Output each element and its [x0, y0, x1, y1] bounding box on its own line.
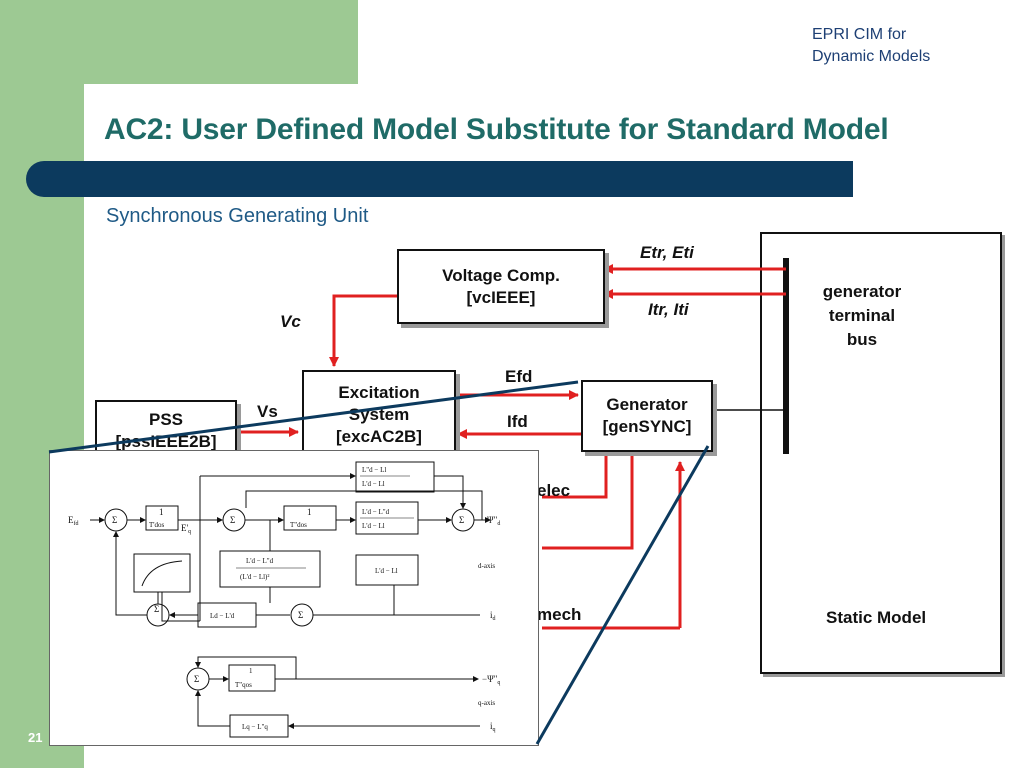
- f3-den: (L'd − Ll)²: [240, 573, 269, 581]
- static-model-label: Static Model: [826, 608, 927, 627]
- header-tag: EPRI CIM for Dynamic Models: [812, 24, 930, 68]
- terminal-bus-label: generator terminal bus: [812, 280, 912, 352]
- vc-block-line2: [vcIEEE]: [466, 287, 536, 307]
- tqo-pp-block: [228, 664, 276, 692]
- f5-label: Ld − L'd: [210, 612, 235, 620]
- pss-block-line1: PSS: [148, 410, 184, 429]
- sigma-label: Σ: [194, 674, 199, 684]
- bus-label-line2: terminal: [828, 306, 896, 325]
- gen-block-line2: [genSYNC]: [602, 417, 692, 436]
- svg-text:E'q: E'q: [181, 523, 191, 535]
- header-tag-line1: EPRI CIM for: [812, 26, 907, 43]
- title-underline-bar: [26, 161, 853, 197]
- sigma-label: Σ: [459, 515, 464, 525]
- static-model-box: [760, 232, 1002, 674]
- f4-block: [355, 554, 419, 586]
- sigma-label: Σ: [298, 610, 303, 620]
- f1-num: L"d − Ll: [362, 466, 386, 474]
- page-number: 21: [28, 730, 43, 745]
- tqo-pp-label: T"qos: [235, 681, 252, 689]
- tf-numerator: 1: [307, 507, 312, 517]
- f4-label: L'd − Ll: [375, 567, 398, 575]
- tdo-pp-block: [283, 505, 337, 531]
- d-axis-label: d-axis: [478, 562, 495, 570]
- psi-q-label: −Ψ": [482, 674, 498, 684]
- vc-wire: [329, 294, 398, 367]
- svg-text:Ψ"d: Ψ"d: [487, 515, 500, 527]
- f2-den: L'd − Ll: [362, 522, 385, 530]
- exc-block-line2: System: [348, 405, 410, 424]
- svg-text:iq: iq: [490, 721, 496, 733]
- tdo-p-label: T'dos: [149, 521, 165, 529]
- psi-d-label: Ψ": [487, 515, 498, 525]
- etr-eti-label: Etr, Eti: [640, 243, 694, 262]
- header-green-block: [0, 0, 358, 84]
- page-title: AC2: User Defined Model Substitute for S…: [104, 113, 889, 146]
- sigma-label: Σ: [154, 604, 159, 614]
- tf-numerator: 1: [249, 667, 253, 675]
- itr-iti-label: Itr, Iti: [648, 300, 689, 319]
- generator-block: Generator [genSYNC]: [581, 380, 713, 452]
- sigma-label: Σ: [230, 515, 235, 525]
- iq-label: i: [490, 721, 493, 731]
- bus-label-line3: bus: [846, 330, 878, 349]
- exc-block-line1: Excitation: [338, 383, 420, 402]
- exc-block-line3: [excAC2B]: [336, 427, 422, 446]
- f1-block: [355, 461, 435, 493]
- f3-num: L'd − L"d: [246, 557, 274, 565]
- excitation-block: Excitation System [excAC2B]: [302, 370, 456, 460]
- f2-block: [355, 501, 419, 535]
- tdo-p-block: [145, 505, 179, 531]
- id-label: i: [490, 610, 493, 620]
- voltage-comp-block: Voltage Comp. [vcIEEE]: [397, 249, 605, 324]
- f6-label: Lq − L"q: [242, 723, 268, 731]
- bus-label-line1: generator: [822, 282, 902, 301]
- f2-num: L'd − L"d: [362, 508, 390, 516]
- terminal-bus-bar: [783, 258, 789, 454]
- svg-text:−Ψ"q: −Ψ"q: [482, 674, 500, 686]
- eq-label: E': [181, 523, 188, 533]
- pelec-label: elec: [537, 481, 571, 500]
- vc-label: Vc: [280, 312, 301, 331]
- generator-model-inset: Efd Σ Σ Σ Σ Σ Σ 1 T'dos E'q 1 T"dos L"d …: [49, 450, 539, 746]
- tf-numerator: 1: [159, 507, 164, 517]
- efd-label: Efd: [505, 367, 533, 386]
- page-subtitle: Synchronous Generating Unit: [106, 205, 369, 227]
- tdo-pp-label: T"dos: [290, 521, 307, 529]
- vs-label: Vs: [257, 402, 278, 421]
- pmech-label: mech: [537, 605, 582, 624]
- inset-block-diagram: Efd Σ Σ Σ Σ Σ Σ 1 T'dos E'q 1 T"dos L"d …: [68, 461, 500, 738]
- gen-block-line1: Generator: [606, 395, 688, 414]
- efd-symbol: Efd: [68, 515, 79, 527]
- f1-den: L'd − Ll: [362, 480, 385, 488]
- header-tag-line2: Dynamic Models: [812, 48, 931, 65]
- vc-block-line1: Voltage Comp.: [442, 265, 560, 285]
- ifd-label: Ifd: [507, 412, 528, 431]
- svg-text:id: id: [490, 610, 496, 622]
- sigma-label: Σ: [112, 515, 117, 525]
- q-axis-label: q-axis: [478, 699, 495, 707]
- saturation-block: [133, 553, 191, 593]
